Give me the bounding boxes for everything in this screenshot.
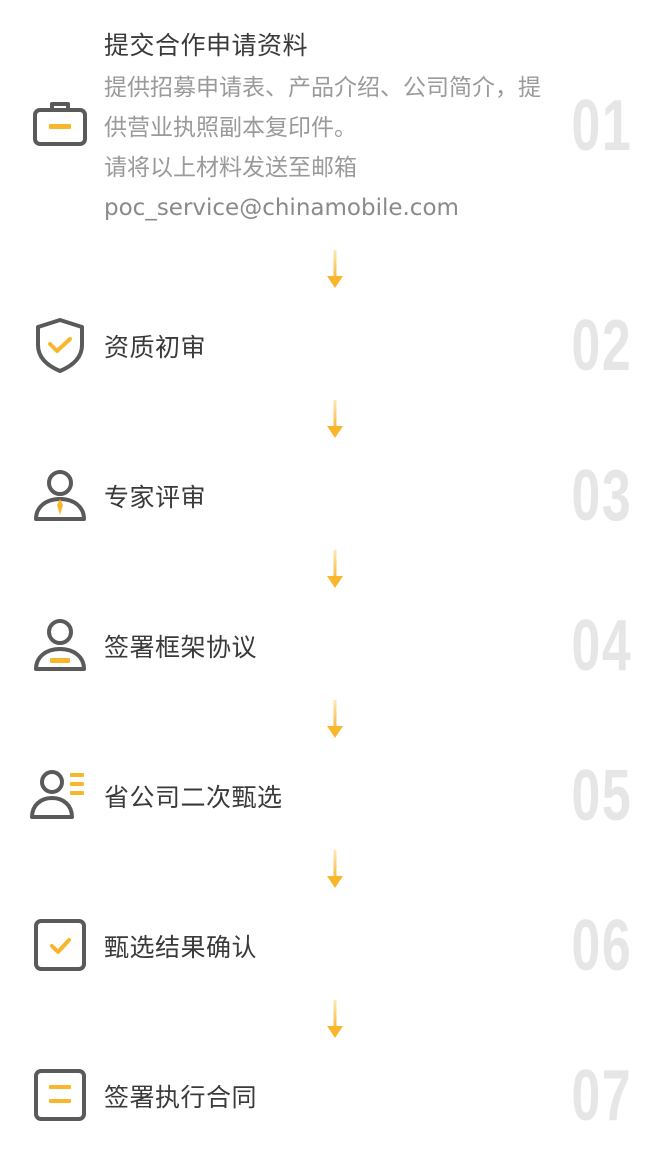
step-number: 04 xyxy=(571,606,632,686)
expert-user-icon xyxy=(28,463,92,527)
step-number: 05 xyxy=(571,756,632,836)
step-number: 03 xyxy=(571,456,632,536)
step-title: 甄选结果确认 xyxy=(104,933,258,962)
arrow-down-icon xyxy=(324,850,346,894)
step-number: 02 xyxy=(571,306,632,386)
step-title: 签署框架协议 xyxy=(104,633,258,662)
briefcase-icon xyxy=(28,94,92,158)
arrow-down-icon xyxy=(324,250,346,294)
user-sign-icon xyxy=(28,613,92,677)
arrow-down-icon xyxy=(324,550,346,594)
step-title: 提交合作申请资料 xyxy=(104,31,309,60)
step-title: 专家评审 xyxy=(104,483,207,512)
step-number: 06 xyxy=(571,906,632,986)
step-title: 省公司二次甄选 xyxy=(104,783,283,812)
user-list-icon xyxy=(28,763,92,827)
description-line: 供营业执照副本复印件。 xyxy=(104,115,357,141)
step-number: 07 xyxy=(571,1056,632,1136)
shield-check-icon xyxy=(28,313,92,377)
step-description: 提供招募申请表、产品介绍、公司简介，提 供营业执照副本复印件。 请将以上材料发送… xyxy=(104,68,574,228)
step-title: 签署执行合同 xyxy=(104,1083,258,1112)
step-title: 资质初审 xyxy=(104,333,207,362)
description-line: 提供招募申请表、产品介绍、公司简介，提 xyxy=(104,75,541,101)
checkbox-icon xyxy=(28,913,92,977)
arrow-down-icon xyxy=(324,700,346,744)
document-icon xyxy=(28,1063,92,1127)
email-link[interactable]: poc_service@chinamobile.com xyxy=(104,195,459,221)
step-number: 01 xyxy=(571,86,632,166)
arrow-down-icon xyxy=(324,1000,346,1044)
description-line: 请将以上材料发送至邮箱 xyxy=(104,155,357,181)
arrow-down-icon xyxy=(324,400,346,444)
